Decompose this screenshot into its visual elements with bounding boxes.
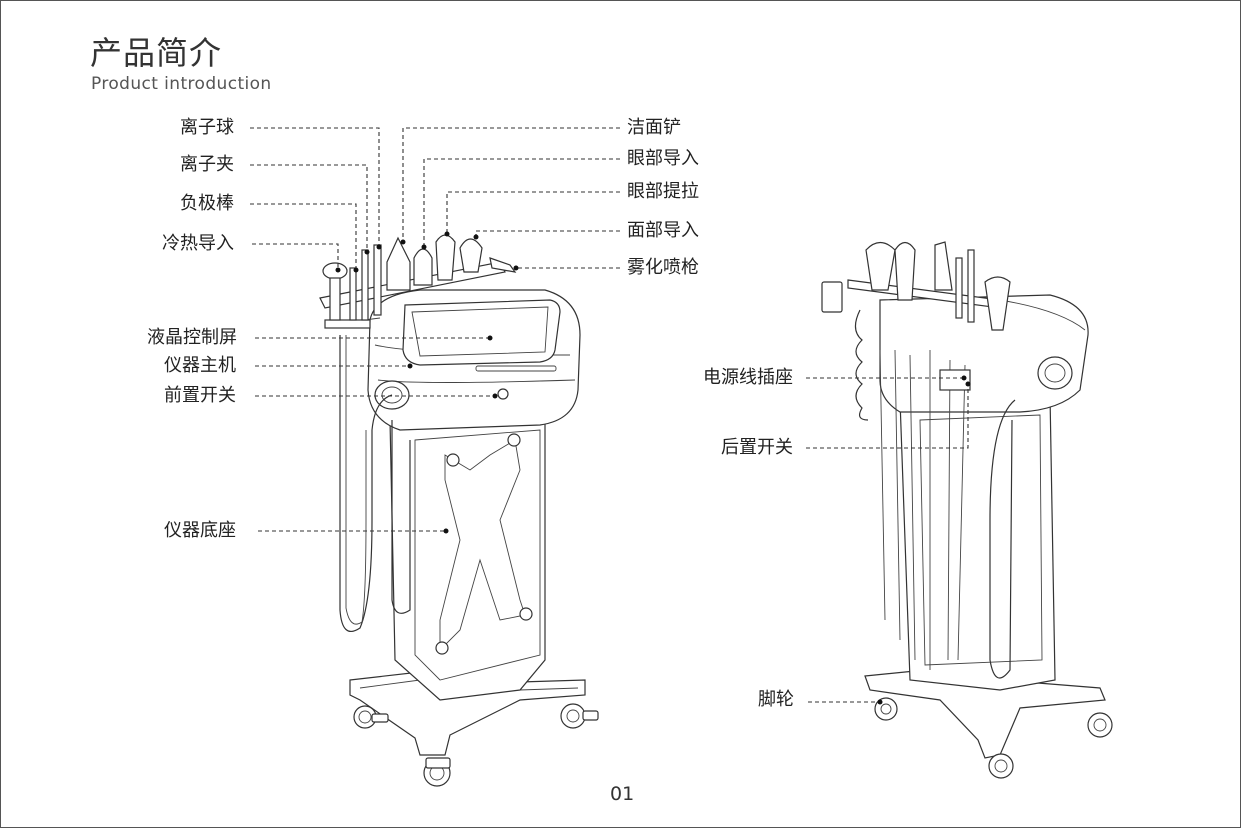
label-ion-clip: 离子夹 [180,154,234,175]
back-handpieces [821,241,1011,331]
label-power-socket: 电源线插座 [703,367,793,388]
front-handpieces [322,234,517,321]
label-host: 仪器主机 [164,355,236,376]
label-face-import: 面部导入 [627,220,699,241]
label-hot-cold-import: 冷热导入 [162,233,234,254]
front-casters [353,703,599,787]
label-casters: 脚轮 [758,689,794,710]
label-eye-lift: 眼部提拉 [627,181,699,202]
front-machine-drawing [319,234,599,787]
callout-lines [250,127,971,705]
page-number: 01 [610,783,635,805]
label-base: 仪器底座 [164,520,236,541]
label-cleansing-shovel: 洁面铲 [627,117,681,138]
label-rear-switch: 后置开关 [721,437,793,458]
label-lcd-screen: 液晶控制屏 [147,327,237,348]
back-machine-drawing [821,241,1113,779]
label-spray-gun: 雾化喷枪 [627,257,699,278]
label-eye-import: 眼部导入 [627,148,699,169]
label-ion-ball: 离子球 [180,117,234,138]
label-front-switch: 前置开关 [164,385,236,406]
page-subtitle: Product introduction [91,74,272,94]
page-title: 产品简介 [90,34,223,72]
label-negative-rod: 负极棒 [180,193,234,214]
